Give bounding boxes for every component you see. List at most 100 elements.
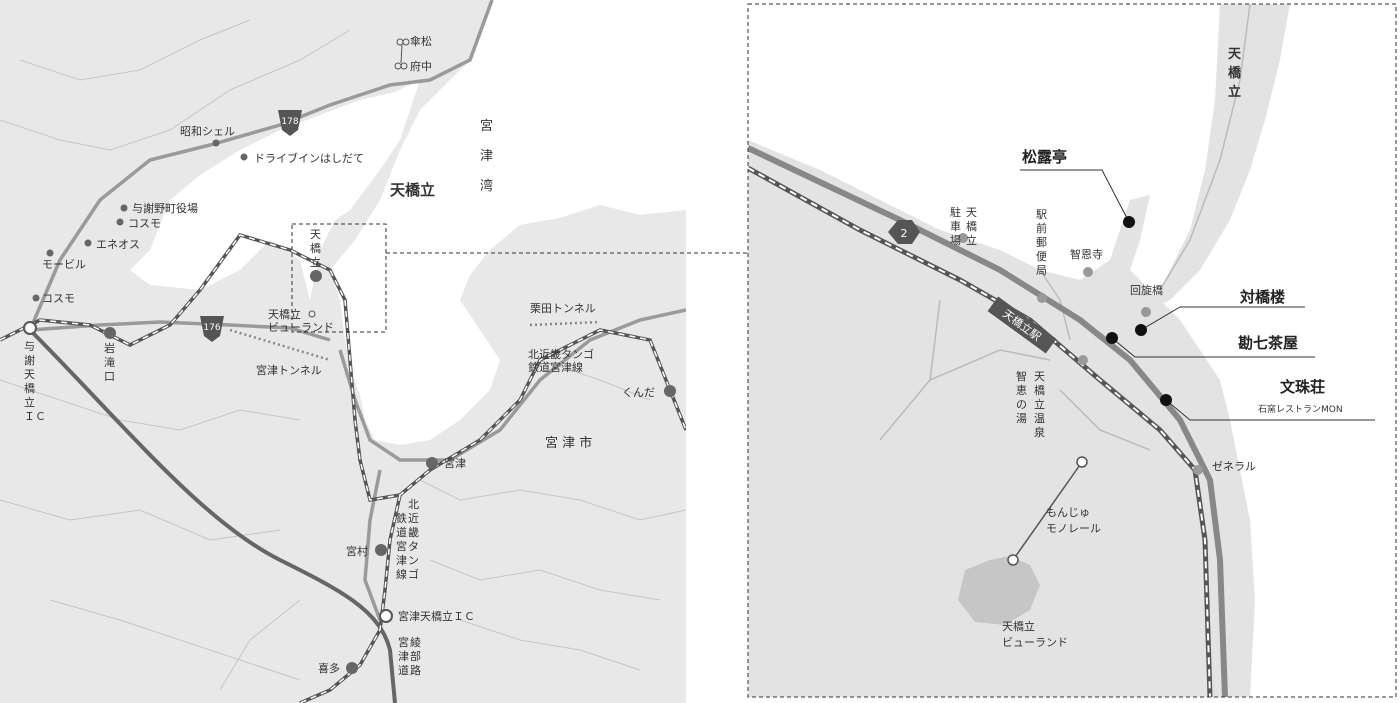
svg-text:近: 近 bbox=[408, 512, 419, 525]
svg-text:タ: タ bbox=[408, 540, 419, 553]
marker-kanshichi[interactable] bbox=[1106, 332, 1118, 344]
label-sandbar: 天橋立 bbox=[1228, 47, 1242, 100]
svg-text:立: 立 bbox=[310, 255, 321, 269]
label-miyazu-station: 宮津 bbox=[444, 456, 466, 470]
viewland-marker[interactable] bbox=[308, 310, 316, 318]
kurita-tunnel-line bbox=[529, 320, 601, 327]
label-kanshichi: 勘七茶屋 bbox=[1238, 334, 1298, 352]
label-kaisenkyo: 回旋橋 bbox=[1130, 283, 1163, 297]
svg-text:天: 天 bbox=[24, 368, 35, 381]
svg-text:綾: 綾 bbox=[410, 636, 421, 649]
left-map: 178 176 bbox=[0, 0, 686, 703]
svg-text:北: 北 bbox=[408, 498, 419, 511]
svg-text:立: 立 bbox=[966, 233, 977, 247]
miyazu-ic-marker[interactable] bbox=[379, 609, 393, 623]
label-miyazu-bay: 宮津湾 bbox=[480, 118, 493, 194]
svg-text:天: 天 bbox=[1228, 47, 1242, 62]
right-land bbox=[748, 140, 1255, 697]
label-general: ゼネラル bbox=[1212, 460, 1256, 473]
svg-text:前: 前 bbox=[1036, 221, 1047, 235]
station-miyazu[interactable] bbox=[426, 457, 438, 469]
svg-text:天: 天 bbox=[310, 228, 321, 241]
svg-text:鉄: 鉄 bbox=[396, 511, 407, 525]
route-2-road bbox=[748, 145, 1228, 697]
right-railway-dash bbox=[748, 167, 1211, 697]
label-amanohashidate-sea: 天橋立 bbox=[390, 181, 435, 199]
label-cosmo2: コスモ bbox=[42, 292, 75, 305]
svg-text:津: 津 bbox=[480, 149, 493, 164]
marker-shoroutei[interactable] bbox=[1123, 216, 1135, 228]
station-iwataki[interactable] bbox=[104, 327, 116, 339]
svg-text:ビューランド: ビューランド bbox=[268, 321, 334, 334]
label-mobil: モービル bbox=[42, 258, 86, 271]
marker-monjuso[interactable] bbox=[1160, 394, 1172, 406]
label-expressway: 宮津道 綾部路 bbox=[398, 635, 421, 677]
label-taikyoro: 対橋楼 bbox=[1239, 288, 1285, 306]
svg-text:道: 道 bbox=[398, 663, 409, 677]
right-frame bbox=[747, 3, 1397, 698]
right-minor-roads bbox=[879, 4, 1251, 451]
svg-text:湾: 湾 bbox=[480, 178, 493, 194]
station-miyamura[interactable] bbox=[375, 544, 387, 556]
svg-text:ビューランド: ビューランド bbox=[1002, 636, 1068, 649]
svg-text:橋: 橋 bbox=[24, 381, 35, 395]
svg-text:天: 天 bbox=[966, 206, 977, 219]
svg-text:天: 天 bbox=[1034, 370, 1045, 383]
svg-text:湯: 湯 bbox=[1016, 412, 1027, 425]
marker-taikyoro[interactable] bbox=[1135, 324, 1147, 336]
svg-text:場: 場 bbox=[950, 234, 961, 247]
station-amanohashidate[interactable] bbox=[310, 270, 322, 282]
svg-text:津: 津 bbox=[396, 554, 407, 567]
monorail-bottom[interactable] bbox=[1007, 554, 1019, 566]
svg-text:津: 津 bbox=[398, 650, 409, 663]
svg-text:橋: 橋 bbox=[966, 219, 977, 233]
svg-text:線: 線 bbox=[396, 567, 407, 581]
monorail-line bbox=[1012, 461, 1083, 561]
label-miyazu-city: 宮 津 市 bbox=[545, 435, 592, 451]
svg-text:滝: 滝 bbox=[104, 356, 115, 369]
svg-text:恵: 恵 bbox=[1016, 383, 1027, 397]
label-iwataki: 岩滝口 bbox=[104, 341, 115, 383]
yosa-ic-marker[interactable] bbox=[23, 321, 37, 335]
label-yosano-office: 与謝野町役場 bbox=[132, 201, 198, 215]
svg-text:泉: 泉 bbox=[1034, 425, 1045, 439]
svg-text:鉄道宮津線: 鉄道宮津線 bbox=[528, 360, 583, 374]
station-kita[interactable] bbox=[346, 662, 358, 674]
right-map: 2 天橋立駅 天橋立 bbox=[748, 4, 1396, 697]
svg-text:2: 2 bbox=[901, 227, 908, 240]
railway bbox=[0, 232, 686, 703]
svg-text:176: 176 bbox=[203, 323, 220, 333]
svg-text:路: 路 bbox=[410, 664, 421, 677]
svg-text:立: 立 bbox=[1034, 397, 1045, 411]
expressway bbox=[28, 328, 397, 703]
miyazu-bay bbox=[330, 0, 686, 445]
station-kunda[interactable] bbox=[664, 385, 676, 397]
inset-frame bbox=[291, 223, 387, 333]
label-kita: 喜多 bbox=[318, 661, 340, 675]
monorail-top[interactable] bbox=[1076, 456, 1088, 468]
route-178-shield: 178 bbox=[278, 110, 302, 136]
restaurant-markers bbox=[1106, 216, 1172, 406]
label-shoroutei: 松露亭 bbox=[1022, 148, 1067, 166]
svg-text:駐: 駐 bbox=[950, 205, 961, 219]
label-chionji: 智恩寺 bbox=[1070, 247, 1103, 261]
svg-text:智: 智 bbox=[1016, 369, 1027, 383]
svg-text:橋: 橋 bbox=[310, 241, 321, 255]
svg-text:北近畿タンゴ: 北近畿タンゴ bbox=[528, 347, 594, 361]
svg-text:局: 局 bbox=[1036, 264, 1047, 277]
svg-text:駅: 駅 bbox=[1036, 208, 1047, 221]
label-drivein: ドライブインはしだて bbox=[254, 151, 364, 165]
right-poi-dots bbox=[958, 233, 1203, 475]
svg-text:ＩＣ: ＩＣ bbox=[24, 410, 46, 423]
label-showa-shell: 昭和シェル bbox=[180, 125, 235, 138]
label-cosmo1: コスモ bbox=[128, 217, 161, 230]
svg-text:車: 車 bbox=[950, 219, 961, 233]
label-miyamura: 宮村 bbox=[346, 544, 368, 558]
aso-sea bbox=[130, 80, 420, 300]
svg-text:ゴ: ゴ bbox=[408, 567, 419, 581]
